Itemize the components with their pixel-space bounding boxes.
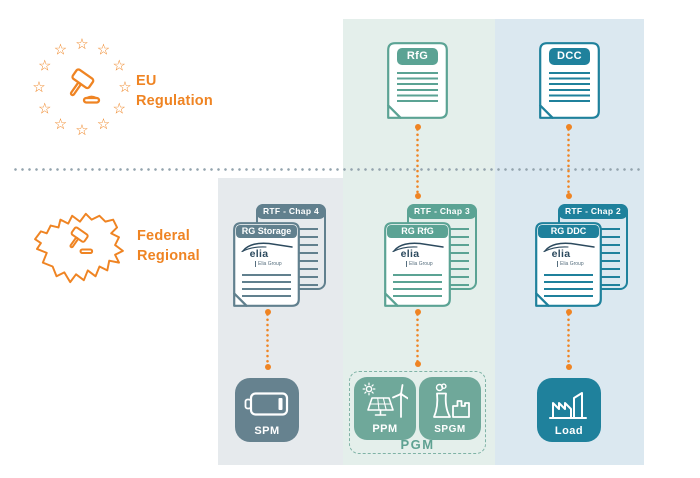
stack-tag-chap4: RTF - Chap 4 — [256, 204, 326, 219]
rg-rfg-title: RG RfG — [387, 225, 448, 238]
document-text-lines — [549, 72, 590, 103]
unit-spgm: SPGM — [419, 377, 481, 440]
gavel-icon — [60, 65, 104, 109]
document-rfg: RfG — [387, 42, 448, 119]
gavel-icon — [62, 224, 96, 258]
document-text-lines — [242, 274, 291, 297]
belgium-map-icon — [30, 206, 126, 288]
stack-tag-chap2: RTF - Chap 2 — [558, 204, 628, 219]
elia-swoosh-icon — [392, 242, 444, 253]
eu-stars-icon: ☆☆☆ ☆☆☆ ☆☆☆ ☆☆☆ — [32, 35, 132, 139]
elia-logo: elia Elia Group — [239, 241, 294, 271]
pgm-group-label: PGM — [400, 437, 435, 452]
elia-logo-text: elia — [551, 248, 571, 260]
document-text-lines — [393, 274, 442, 297]
elia-logo-text: elia — [400, 248, 420, 260]
front-document-rg-ddc: RG DDC elia Elia Group — [535, 222, 602, 307]
unit-spgm-label: SPGM — [434, 424, 466, 435]
eu-regulation-line1: EU — [136, 73, 157, 89]
eu-regulation-line2: Regulation — [136, 93, 213, 109]
unit-spm: SPM — [235, 378, 299, 442]
eu-federal-separator-line — [12, 168, 644, 171]
rg-ddc-title: RG DDC — [538, 225, 599, 238]
pgm-group-box: PGM — [349, 371, 486, 454]
battery-icon — [244, 392, 289, 416]
stack-rg-storage: RTF - Chap 4 RG Storage elia Elia Group — [233, 204, 328, 308]
elia-group-text: Elia Group — [406, 261, 433, 267]
rg-storage-title: RG Storage — [236, 225, 297, 238]
unit-load-label: Load — [554, 425, 584, 437]
document-text-lines — [397, 72, 438, 103]
document-dcc-label: DCC — [549, 48, 590, 65]
federal-line1: Federal — [137, 228, 190, 244]
unit-ppm: PPM — [354, 377, 416, 440]
document-rfg-label: RfG — [397, 48, 438, 65]
stack-rg-ddc: RTF - Chap 2 RG DDC elia Elia Group — [535, 204, 630, 308]
factory-icon — [549, 392, 587, 419]
elia-group-text: Elia Group — [255, 261, 282, 267]
connector-rgddc-to-load — [565, 309, 572, 370]
stack-tag-chap3: RTF - Chap 3 — [407, 204, 477, 219]
elia-logo: elia Elia Group — [390, 241, 445, 271]
elia-swoosh-icon — [543, 242, 595, 253]
document-dcc: DCC — [539, 42, 600, 119]
connector-rgrfg-to-pgm — [414, 309, 421, 367]
federal-regional-label: Federal Regional — [137, 226, 200, 266]
eu-regulation-label: EU Regulation — [136, 71, 213, 111]
document-text-lines — [544, 274, 593, 297]
power-plant-icon — [433, 383, 470, 418]
elia-swoosh-icon — [241, 242, 293, 253]
connector-rgstorage-to-spm — [264, 309, 271, 370]
stack-rg-rfg: RTF - Chap 3 RG RfG elia Elia Group — [384, 204, 479, 308]
federal-line2: Regional — [137, 248, 200, 264]
connector-rfg-to-rgrfg — [414, 124, 421, 199]
elia-logo-text: elia — [249, 248, 269, 260]
solar-panel-wind-turbine-icon — [362, 382, 408, 418]
unit-spm-label: SPM — [254, 425, 280, 437]
front-document-rg-storage: RG Storage elia Elia Group — [233, 222, 300, 307]
unit-load: Load — [537, 378, 601, 442]
unit-ppm-label: PPM — [372, 423, 398, 435]
connector-dcc-to-rgddc — [565, 124, 572, 199]
elia-group-text: Elia Group — [557, 261, 584, 267]
front-document-rg-rfg: RG RfG elia Elia Group — [384, 222, 451, 307]
elia-logo: elia Elia Group — [541, 241, 596, 271]
